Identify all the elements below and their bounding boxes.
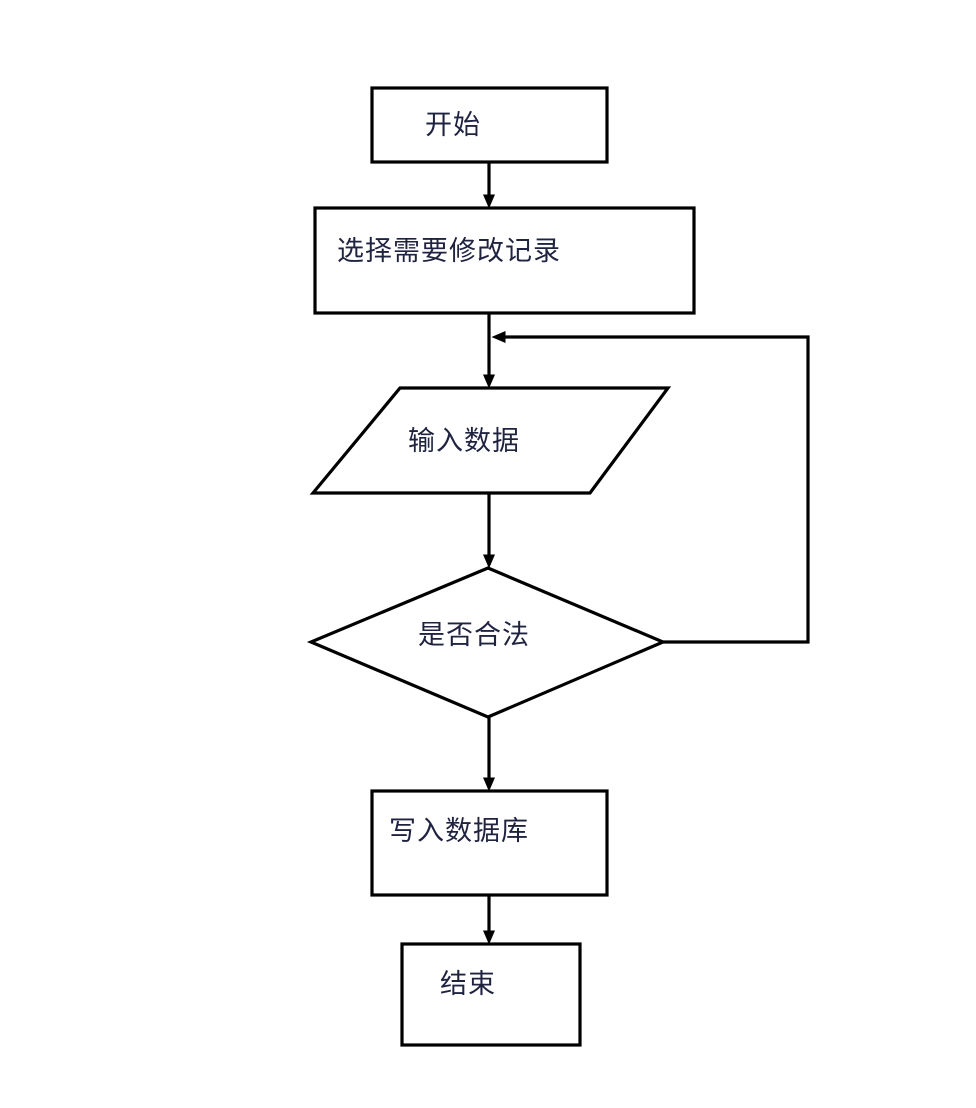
node-label-write-db: 写入数据库 — [389, 816, 529, 847]
node-label-select-record: 选择需要修改记录 — [337, 236, 561, 267]
edge-is-valid-loop-back — [491, 331, 810, 644]
node-shape-start[interactable] — [370, 86, 609, 164]
node-label-start: 开始 — [425, 110, 481, 141]
node-label-input-data: 输入数据 — [408, 426, 520, 457]
node-label-is-valid: 是否合法 — [418, 620, 530, 651]
node-shape-end[interactable] — [400, 942, 582, 1047]
node-shape-input-data[interactable] — [309, 386, 672, 495]
node-shape-select-record[interactable] — [313, 206, 696, 315]
node-label-end: 结束 — [440, 969, 496, 1000]
